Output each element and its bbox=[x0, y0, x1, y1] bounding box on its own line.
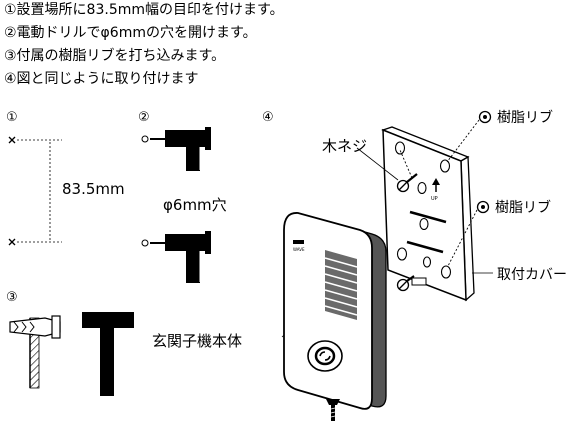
hole-size-label: φ6mm穴 bbox=[163, 196, 227, 214]
instruction-line-4: ④図と同じように取り付けます bbox=[4, 71, 199, 87]
speaker-grille bbox=[324, 250, 358, 320]
resin-rib-label-top: 樹脂リブ bbox=[497, 110, 553, 126]
spacing-label: 83.5mm bbox=[62, 180, 125, 198]
resin-rib-icon-middle bbox=[476, 200, 490, 214]
lower-screw-icon bbox=[396, 275, 415, 292]
intercom-unit: WAVE bbox=[283, 212, 387, 410]
mounting-cover-label: 取付カバー bbox=[497, 267, 567, 283]
step-2-marker: ② bbox=[138, 110, 150, 125]
step-3-marker: ③ bbox=[6, 290, 18, 305]
brand-mark: WAVE bbox=[293, 247, 305, 252]
resin-rib-label-middle: 樹脂リブ bbox=[495, 200, 551, 216]
resin-rib-insert bbox=[9, 315, 61, 389]
step-4-marker: ④ bbox=[262, 110, 274, 125]
mounting-cover: UP bbox=[381, 126, 475, 302]
instruction-line-3: ③付属の樹脂リブを打ち込みます。 bbox=[4, 48, 226, 64]
drill-icon-bottom bbox=[141, 231, 211, 283]
marking-dimension bbox=[8, 136, 62, 246]
step-1-marker: ① bbox=[6, 110, 18, 125]
unit-body-label: 玄関子機本体 bbox=[152, 332, 243, 350]
wood-screw-label: 木ネジ bbox=[322, 137, 368, 155]
instruction-line-2: ②電動ドリルでφ6mmの穴を開けます。 bbox=[4, 25, 257, 41]
bottom-screw-icon bbox=[326, 399, 340, 421]
hammer-icon bbox=[82, 312, 134, 396]
call-button-icon bbox=[307, 340, 343, 372]
drill-icon-top bbox=[141, 127, 211, 171]
instruction-line-1: ①設置場所に83.5mm幅の目印を付けます。 bbox=[4, 2, 284, 18]
up-mark: UP bbox=[431, 196, 438, 202]
resin-rib-icon-top bbox=[478, 110, 492, 124]
